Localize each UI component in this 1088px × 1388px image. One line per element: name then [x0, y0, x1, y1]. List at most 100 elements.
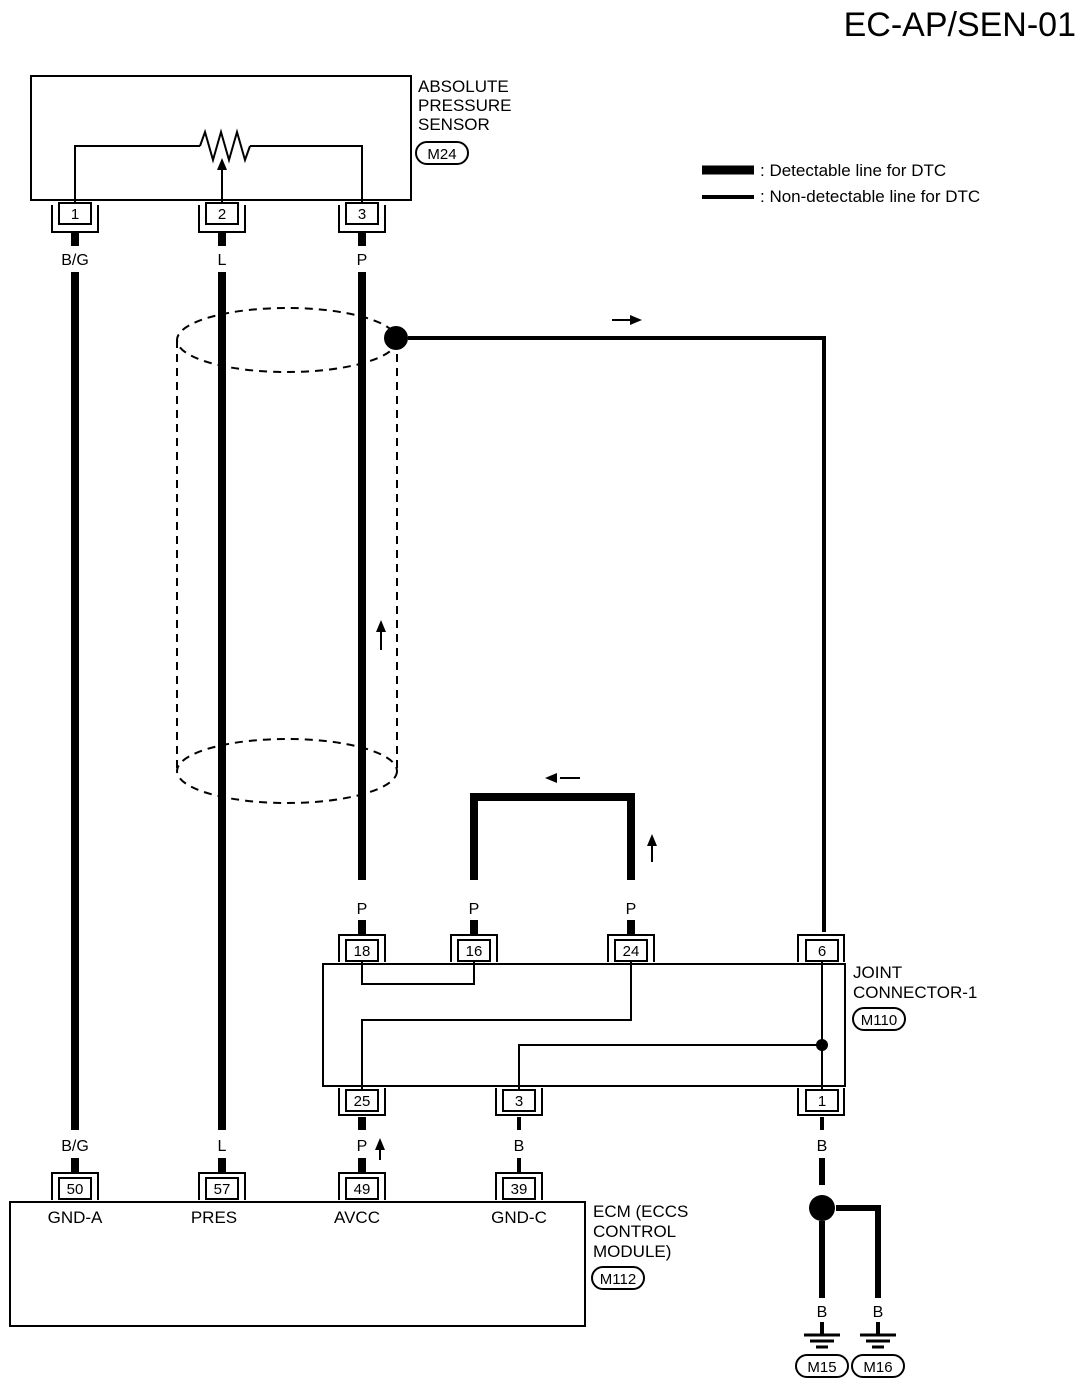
shield-drain-wire — [408, 336, 826, 932]
legend-detectable: : Detectable line for DTC — [760, 161, 946, 180]
internal-link-18-16 — [361, 962, 475, 985]
pin-label: 6 — [818, 943, 826, 960]
sensor-internal-wire-right — [250, 145, 363, 205]
ground-connector-id: M15 — [807, 1359, 836, 1376]
wire-color-label: B/G — [61, 252, 89, 269]
pin-label: 24 — [623, 943, 640, 960]
wire-color-label: P — [357, 901, 368, 918]
sensor-label-line2: PRESSURE — [418, 96, 512, 115]
wire-color-label: B — [817, 1138, 828, 1155]
pin-label: 49 — [354, 1181, 371, 1198]
sensor-internal-wire-left — [74, 145, 200, 205]
wire-color-label: P — [357, 1138, 368, 1155]
ecm-label-line1: ECM (ECCS — [593, 1202, 688, 1221]
pin-cup — [495, 1172, 543, 1200]
up-arrow-icon — [376, 620, 386, 632]
pin-cup — [797, 934, 845, 962]
joint-pin-3 — [502, 1089, 536, 1112]
pin-cup — [338, 934, 386, 962]
pin-label: 50 — [67, 1181, 84, 1198]
pin-label: 18 — [354, 943, 371, 960]
joint-label-line2: CONNECTOR-1 — [853, 983, 977, 1002]
splice-dot — [809, 1195, 835, 1221]
wire-color-label: P — [357, 252, 368, 269]
wire-color-label: P — [626, 901, 637, 918]
sensor-connector-badge — [415, 141, 469, 165]
pin-cup — [338, 205, 386, 233]
ecm-connector-id: M112 — [600, 1271, 636, 1288]
ecm-pin-39 — [502, 1177, 536, 1200]
pin-cup — [51, 205, 99, 233]
ecm-terminal-label: PRES — [191, 1208, 237, 1227]
splice-dot — [816, 1039, 828, 1051]
shield-cylinder — [176, 307, 398, 804]
pin-cup — [338, 1088, 386, 1116]
shield-bottom-ellipse — [176, 738, 398, 804]
ground-branch: B B M15 M16 — [795, 1158, 905, 1378]
wire-color-label: L — [218, 1138, 227, 1155]
absolute-pressure-sensor: ABSOLUTE PRESSURE SENSOR M24 1 2 3 — [30, 75, 512, 233]
joint-pin-16 — [457, 939, 491, 962]
joint-connector-id: M110 — [861, 1012, 897, 1029]
pin-label: 39 — [511, 1181, 528, 1198]
left-arrow-icon — [545, 773, 557, 783]
pin-label: 1 — [818, 1093, 826, 1110]
ecm-label-line2: CONTROL — [593, 1222, 676, 1241]
ground-wire — [836, 1205, 881, 1298]
wire-color-label: B — [817, 1304, 828, 1321]
internal-link-to-3 — [518, 1044, 822, 1090]
joint-connector: 18 16 24 6 25 3 1 JOINT CONNECTOR-1 M110 — [322, 934, 977, 1116]
pin-label: 2 — [218, 206, 226, 223]
joint-label-line1: JOINT — [853, 963, 902, 982]
pin-cup — [198, 205, 246, 233]
sensor-pin-3 — [345, 202, 379, 225]
sensor-label-line1: ABSOLUTE — [418, 77, 509, 96]
ground-connector-badge — [851, 1354, 905, 1378]
joint-pin-25 — [345, 1089, 379, 1112]
pin-cup — [338, 1172, 386, 1200]
pin-cup — [51, 1172, 99, 1200]
ecm-terminal-label: GND-C — [491, 1208, 547, 1227]
ecm-pin-57 — [205, 1177, 239, 1200]
legend-non-detectable: : Non-detectable line for DTC — [760, 187, 980, 206]
joint-connector-badge — [852, 1007, 906, 1031]
joint-pin-1 — [805, 1089, 839, 1112]
sensor-connector-id: M24 — [427, 146, 456, 163]
ecm-body — [9, 1201, 586, 1327]
ecm-pin-49 — [345, 1177, 379, 1200]
ecm-pin-50 — [58, 1177, 92, 1200]
joint-connector-body — [322, 963, 846, 1087]
internal-link-24-25 — [361, 962, 632, 1090]
ecm-label-line3: MODULE) — [593, 1242, 671, 1261]
joint-pin-18 — [345, 939, 379, 962]
ecm-terminal-label: GND-A — [48, 1208, 103, 1227]
pin-cup — [495, 1088, 543, 1116]
joint-pin-24 — [614, 939, 648, 962]
sensor-pin-1 — [58, 202, 92, 225]
pin-label: 25 — [354, 1093, 371, 1110]
legend: : Detectable line for DTC : Non-detectab… — [702, 161, 980, 206]
ecm-terminal-label: AVCC — [334, 1208, 380, 1227]
wire-color-label: B — [873, 1304, 884, 1321]
pin-label: 16 — [466, 943, 483, 960]
wire-color-label: B/G — [61, 1138, 89, 1155]
pin-cup — [450, 934, 498, 962]
sensor-label-line3: SENSOR — [418, 115, 490, 134]
splice-dot — [384, 326, 408, 350]
ground-connector-id: M16 — [863, 1359, 892, 1376]
up-arrow-icon — [375, 1138, 385, 1150]
wire-loop-16-24 — [470, 793, 635, 880]
pin-label: 57 — [214, 1181, 231, 1198]
wire-color-label: B — [514, 1138, 525, 1155]
pin-cup — [607, 934, 655, 962]
ecm: 50 57 49 39 GND-A PRES AVCC GND-C ECM (E… — [9, 1172, 688, 1327]
ground-connector-badge — [795, 1354, 849, 1378]
joint-pin-6 — [805, 939, 839, 962]
wire-color-label: L — [218, 252, 227, 269]
pin-cup — [797, 1088, 845, 1116]
resistor-icon — [199, 128, 251, 164]
sensor-pin-2 — [205, 202, 239, 225]
ecm-connector-badge — [591, 1266, 645, 1290]
right-arrow-icon — [630, 315, 642, 325]
